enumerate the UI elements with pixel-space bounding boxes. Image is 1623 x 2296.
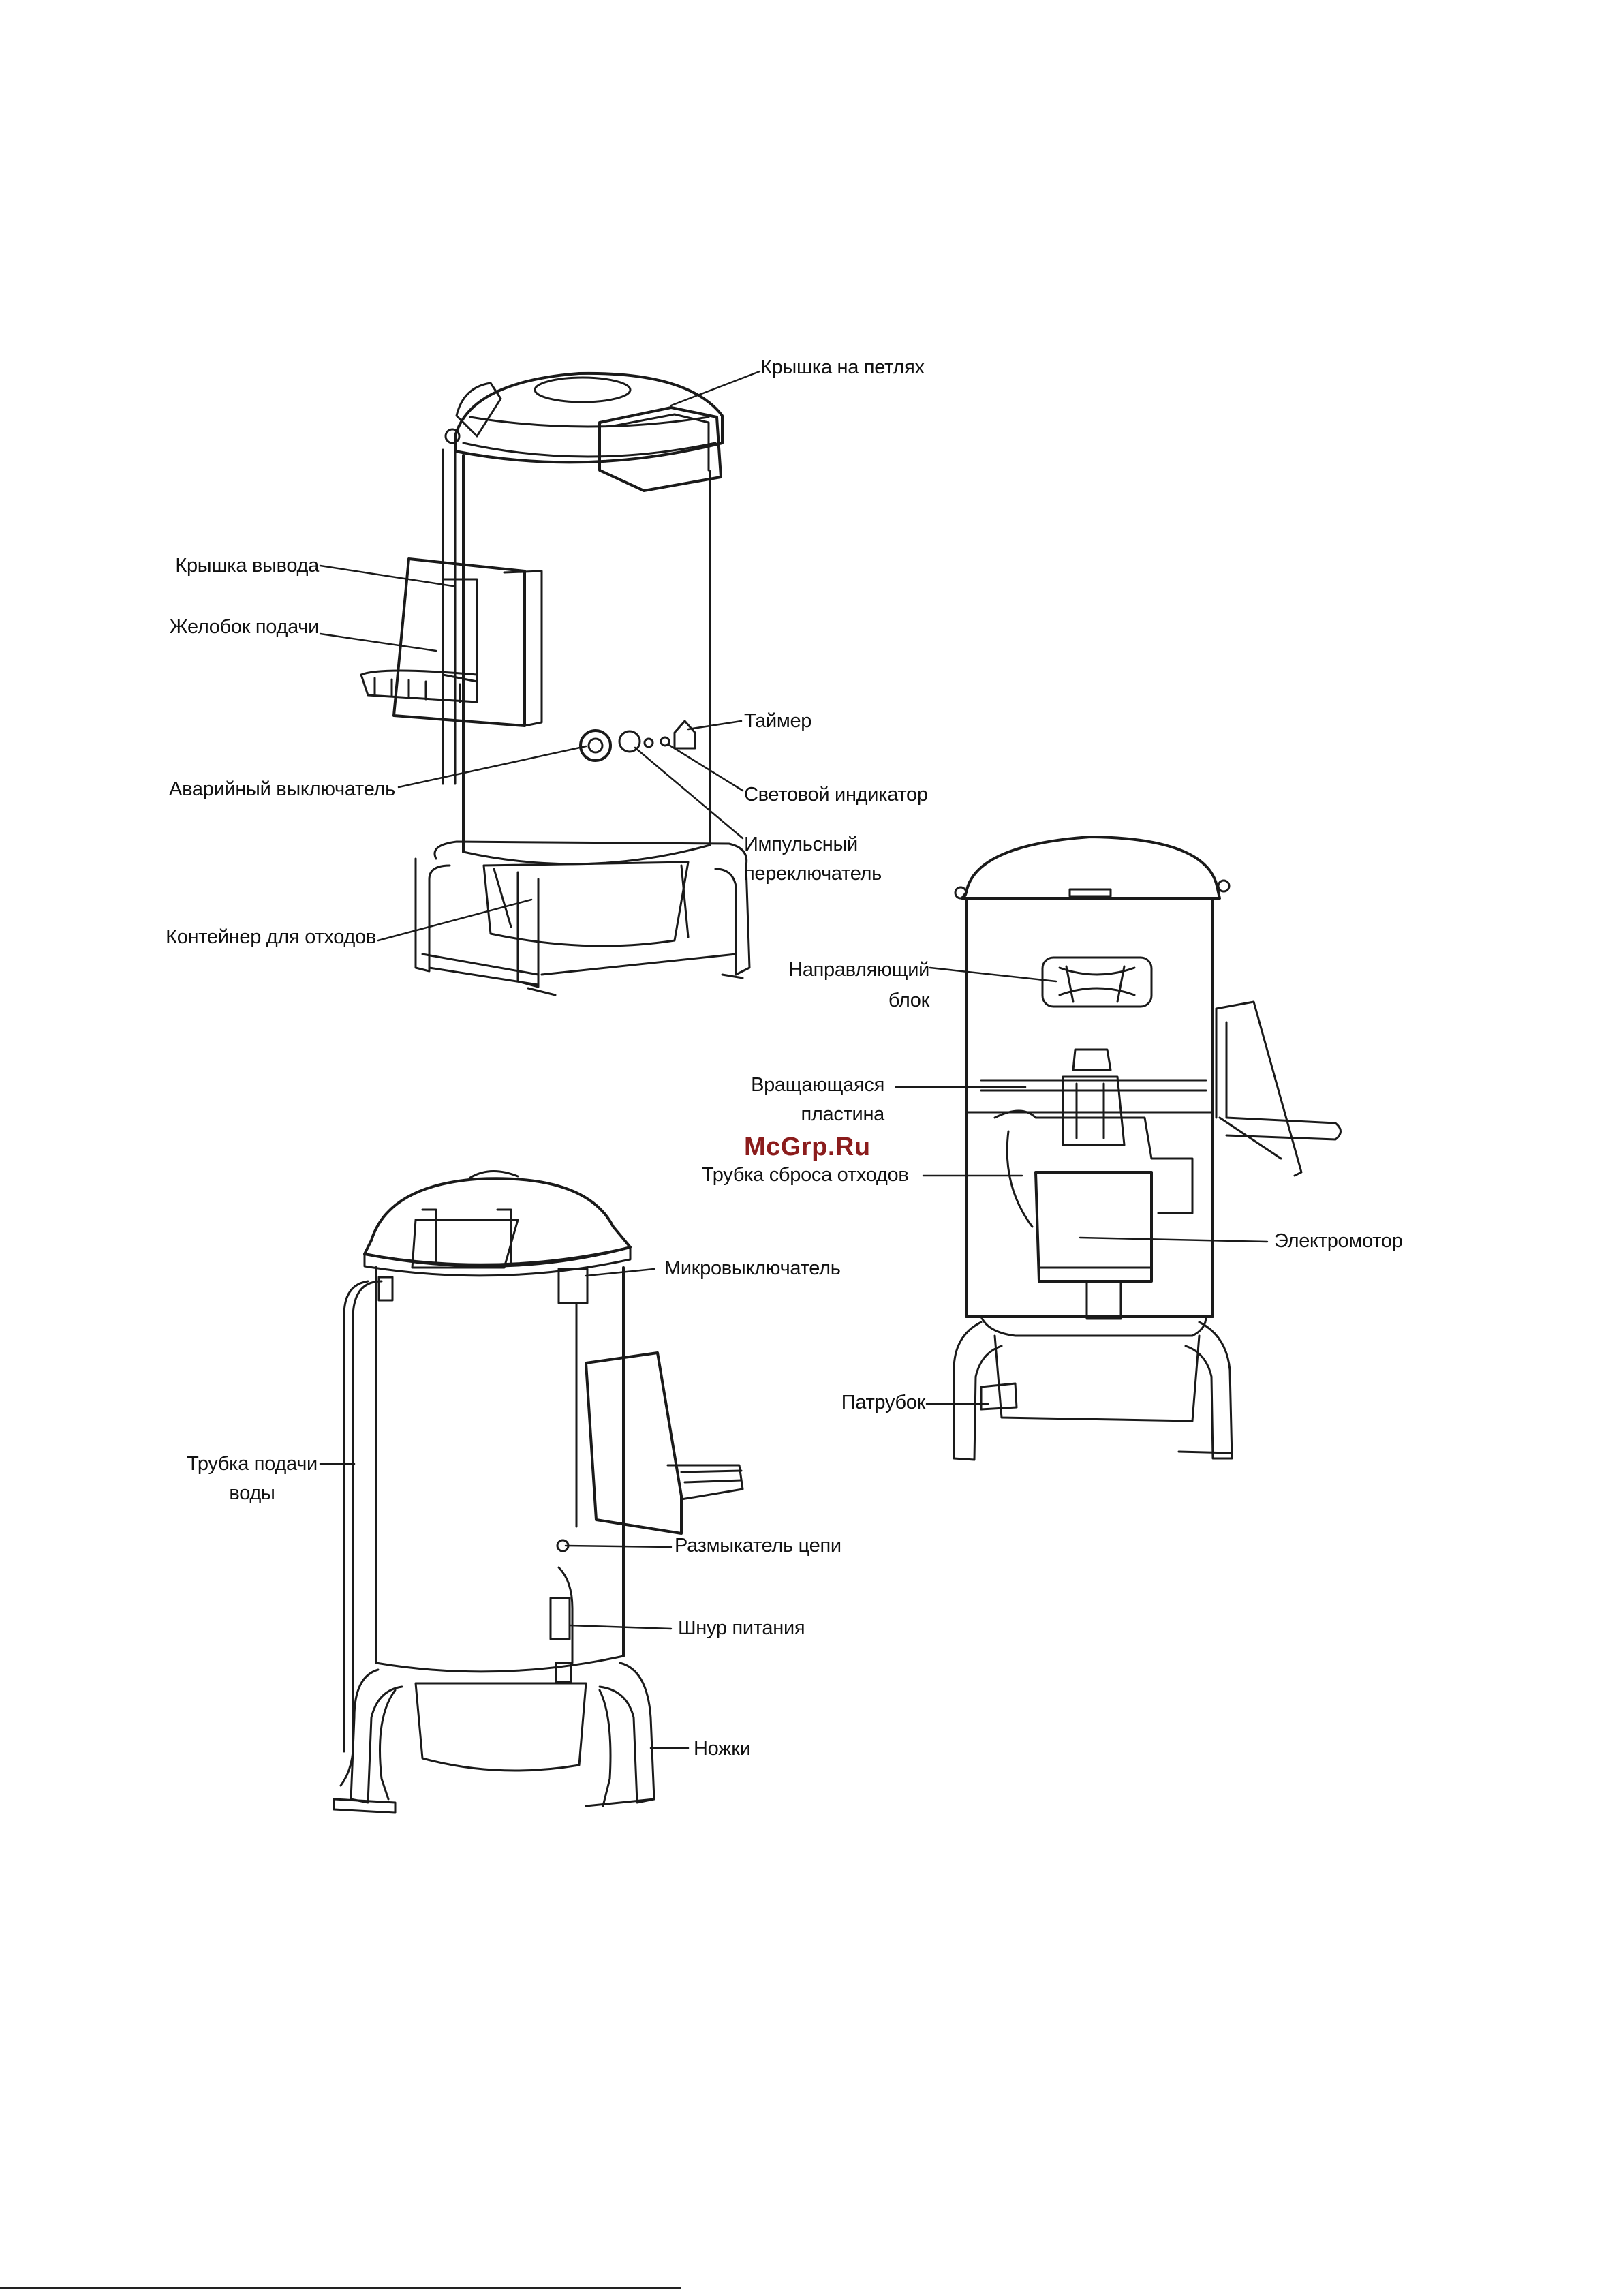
label-nozzle: Патрубок bbox=[841, 1392, 926, 1413]
label-rotating-plate-line1: Вращающаяся bbox=[751, 1074, 884, 1096]
page-bottom-rule bbox=[0, 2287, 681, 2289]
label-circuit-breaker: Размыкатель цепи bbox=[675, 1535, 841, 1557]
label-timer: Таймер bbox=[744, 710, 812, 732]
label-waste-container: Контейнер для отходов bbox=[166, 926, 376, 948]
rear-view-figure bbox=[333, 1169, 744, 1814]
label-rotating-plate-line2: пластина bbox=[801, 1103, 885, 1125]
label-guide-block-line2: блок bbox=[888, 990, 929, 1011]
label-outlet-cover: Крышка вывода bbox=[175, 555, 319, 577]
label-motor: Электромотор bbox=[1274, 1230, 1403, 1252]
section-view-figure bbox=[953, 836, 1342, 1461]
label-power-cord: Шнур питания bbox=[678, 1617, 805, 1639]
label-pulse-switch-line1: Импульсный bbox=[744, 833, 858, 855]
label-water-pipe-line2: воды bbox=[229, 1482, 275, 1504]
leader-lines bbox=[319, 370, 1269, 1749]
label-hinged-lid: Крышка на петлях bbox=[760, 356, 925, 378]
watermark: McGrp.Ru bbox=[744, 1133, 871, 1161]
label-indicator-light: Световой индикатор bbox=[744, 784, 928, 806]
label-waste-pipe: Трубка сброса отходов bbox=[702, 1164, 909, 1186]
label-pulse-switch-line2: переключатель bbox=[744, 863, 882, 885]
label-feed-chute: Желобок подачи bbox=[169, 616, 319, 638]
label-microswitch: Микровыключатель bbox=[664, 1257, 841, 1279]
front-view-figure bbox=[360, 371, 751, 996]
label-water-pipe-line1: Трубка подачи bbox=[187, 1453, 318, 1475]
label-legs: Ножки bbox=[694, 1738, 751, 1760]
label-emergency-switch: Аварийный выключатель bbox=[169, 778, 395, 800]
label-guide-block-line1: Направляющий bbox=[788, 959, 929, 981]
